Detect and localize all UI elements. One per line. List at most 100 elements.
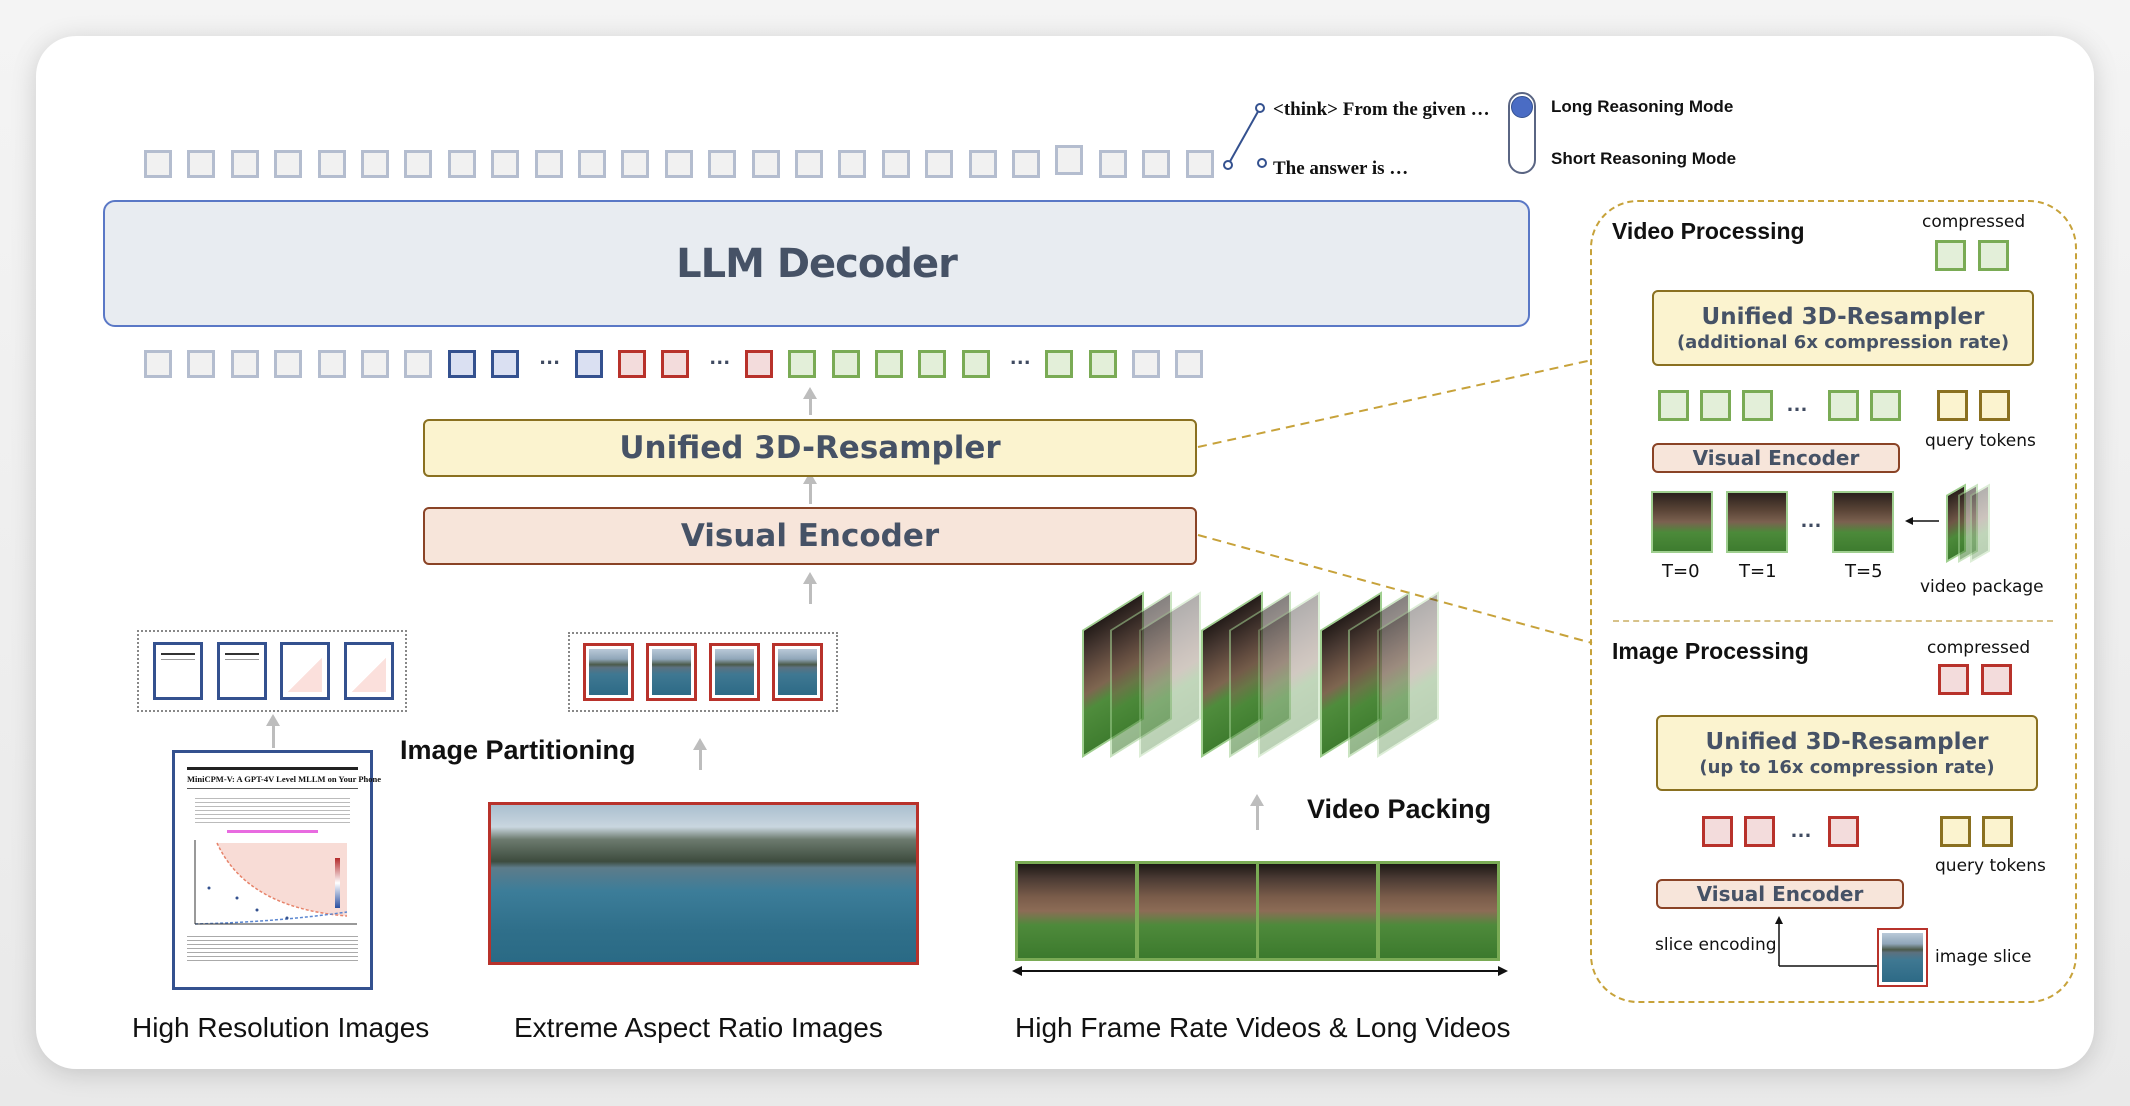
image-slice-thumbnail <box>1877 928 1928 987</box>
output-token <box>534 150 563 178</box>
main-resampler-label: Unified 3D-Resampler <box>619 430 1001 466</box>
video-query-token <box>1979 390 2010 421</box>
ellipsis: … <box>1009 344 1031 369</box>
arrow-up-icon <box>803 387 817 415</box>
video-frame <box>1136 861 1259 961</box>
doc-slice-thumbnail <box>344 642 394 700</box>
green-input-token <box>961 350 990 378</box>
llm-decoder-block: LLM Decoder <box>103 200 1530 327</box>
video-frame-thumbnail <box>1832 491 1894 553</box>
output-token <box>751 150 780 178</box>
output-token <box>795 150 823 178</box>
output-token <box>1012 150 1040 178</box>
doc-slice-thumbnail <box>217 642 267 700</box>
video-patch-token <box>1658 390 1689 421</box>
red-input-token <box>744 350 773 378</box>
main-resampler-block: Unified 3D-Resampler <box>423 419 1197 477</box>
lake-slice-thumbnail <box>709 643 760 701</box>
video-resampler-title: Unified 3D-Resampler <box>1701 303 1985 330</box>
gray-input-token <box>404 350 433 378</box>
slice-encoding-arrow-icon <box>1775 916 1880 967</box>
gray-input-token <box>187 350 216 378</box>
lake-slice-thumbnail <box>646 643 697 701</box>
caption-high-resolution: High Resolution Images <box>132 1012 430 1043</box>
gray-input-token <box>274 350 303 378</box>
video-packing-label: Video Packing <box>1307 794 1492 824</box>
toggle-knob <box>1511 96 1533 118</box>
blue-input-token <box>491 350 520 378</box>
video-patch-token <box>1700 390 1731 421</box>
output-token <box>230 150 259 178</box>
red-input-token <box>618 350 646 378</box>
video-compressed-label: compressed <box>1922 212 2026 232</box>
image-patch-token <box>1702 816 1733 847</box>
video-patch-token <box>1742 390 1773 421</box>
lake-slice-photo <box>778 649 817 695</box>
output-token <box>1142 150 1171 178</box>
image-slice-label: image slice <box>1935 947 2032 967</box>
image-query-token <box>1982 816 2013 847</box>
green-input-token <box>875 350 903 378</box>
reasoning-branch-connector <box>1223 103 1267 170</box>
output-token <box>361 150 389 178</box>
gray-input-token <box>144 350 172 378</box>
image-resampler-block: Unified 3D-Resampler (up to 16x compress… <box>1656 715 2038 791</box>
green-input-token <box>788 350 817 378</box>
output-token <box>881 150 910 178</box>
video-frame-thumbnail <box>1651 491 1713 553</box>
lake-partition-group <box>568 632 838 712</box>
image-partitioning-label: Image Partitioning <box>400 735 636 765</box>
image-encoder-block: Visual Encoder <box>1656 879 1904 909</box>
image-query-token <box>1940 816 1971 847</box>
green-input-token <box>1045 350 1074 378</box>
lake-slice-photo <box>715 649 754 695</box>
arrow-up-icon <box>693 738 707 770</box>
doc-figure <box>194 840 357 925</box>
output-token <box>274 150 303 178</box>
lake-slice-thumbnail <box>772 643 823 701</box>
doc-slice-content <box>161 650 195 692</box>
reasoning-mode-toggle[interactable] <box>1508 92 1536 174</box>
output-token <box>187 150 216 178</box>
video-query-token <box>1937 390 1968 421</box>
gray-input-token <box>1132 350 1160 378</box>
extreme-aspect-ratio-image <box>488 802 919 965</box>
video-patch-token <box>1828 390 1859 421</box>
image-query-tokens-label: query tokens <box>1935 856 2046 876</box>
ellipsis: … <box>1790 817 1812 842</box>
slice-encoding-label: slice encoding <box>1655 935 1777 955</box>
gray-input-token <box>230 350 259 378</box>
image-patch-token <box>1828 816 1859 847</box>
video-frame <box>1256 861 1379 961</box>
high-resolution-document: MiniCPM-V: A GPT-4V Level MLLM on Your P… <box>172 750 381 990</box>
llm-decoder-label: LLM Decoder <box>676 240 958 287</box>
video-frame <box>1015 861 1138 961</box>
video-encoder-block: Visual Encoder <box>1652 443 1900 473</box>
doc-slice-content <box>225 650 259 692</box>
main-encoder-label: Visual Encoder <box>680 518 940 554</box>
doc-slice-content <box>288 650 322 692</box>
output-token <box>968 150 997 178</box>
green-input-token <box>918 350 947 378</box>
video-resampler-subtitle: (additional 6x compression rate) <box>1676 331 2010 353</box>
lake-slice-thumbnail <box>583 643 634 701</box>
doc-partition-group <box>137 630 407 712</box>
compressed-video-token <box>1978 240 2009 271</box>
gray-input-token <box>317 350 346 378</box>
frame-label-t1: T=1 <box>1739 561 1777 582</box>
output-token <box>491 150 520 178</box>
caption-extreme-aspect: Extreme Aspect Ratio Images <box>514 1012 883 1043</box>
output-token <box>1055 145 1084 175</box>
long-reasoning-mode-label[interactable]: Long Reasoning Mode <box>1551 97 1734 116</box>
ellipsis: … <box>708 344 731 369</box>
short-reasoning-mode-label[interactable]: Short Reasoning Mode <box>1551 149 1737 168</box>
doc-slice-thumbnail <box>153 642 203 700</box>
video-processing-title: Video Processing <box>1612 218 1805 244</box>
frame-label-t5: T=5 <box>1845 561 1883 582</box>
ellipsis: … <box>1800 507 1822 532</box>
output-token <box>404 150 433 178</box>
output-token <box>708 150 737 178</box>
package-frame <box>1970 483 1990 563</box>
image-processing-title: Image Processing <box>1612 638 1809 664</box>
compressed-image-token <box>1938 664 1969 695</box>
